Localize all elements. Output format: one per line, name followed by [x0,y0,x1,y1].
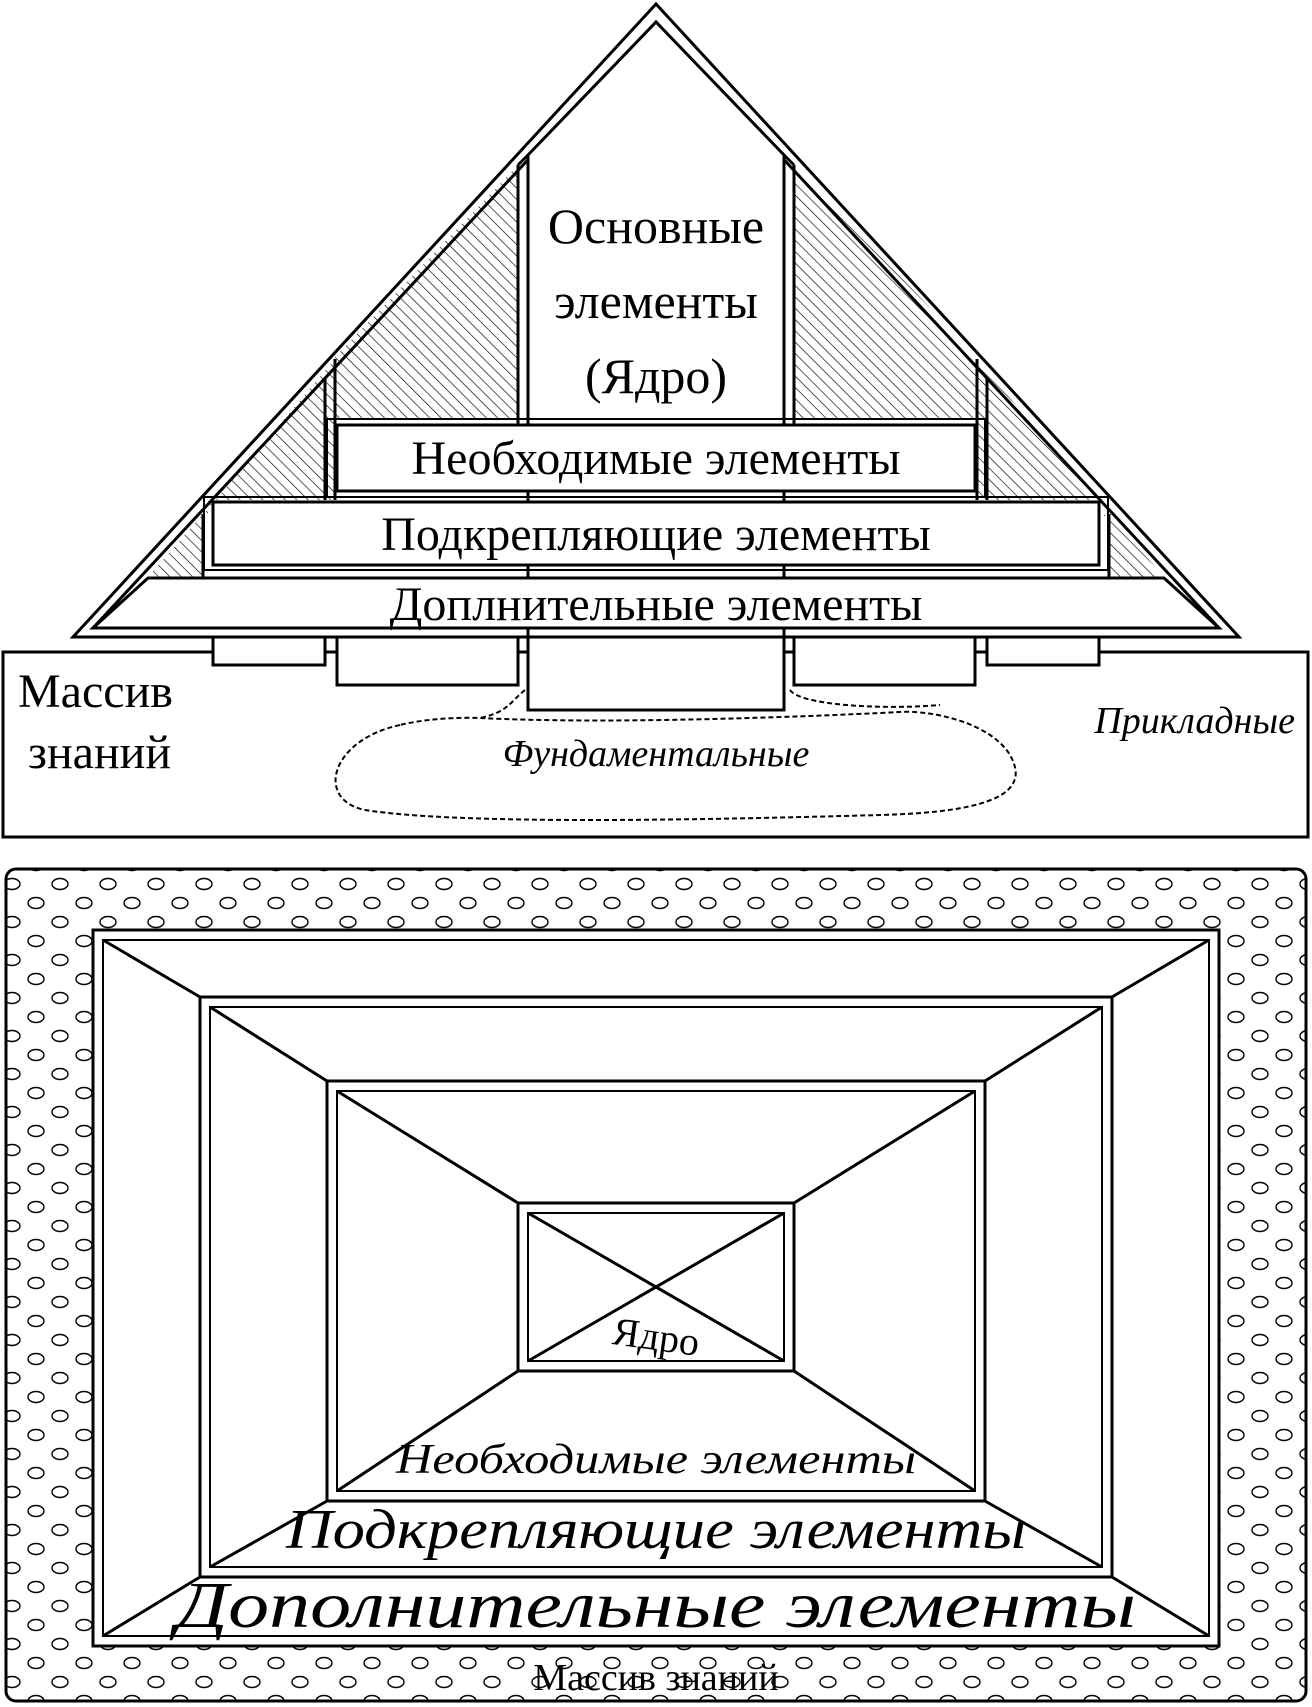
fundamental-link-right [789,689,941,708]
additional-elements-band [89,576,1223,630]
necessary-elements-label-bottom: Необходимые элементы [395,1437,916,1483]
core-label-line-1: Основные [548,198,764,254]
concentric-diagram [4,867,1308,1703]
supporting-leg-left [211,635,327,667]
necessary-elements-label: Необходимые элементы [412,432,901,485]
supporting-elements-bar [211,500,1101,567]
additional-elements-label: Доплнительные элементы [390,578,923,631]
core-leg [526,635,786,712]
pyramid-labels: Основные элементы (Ядро) Необходимые эле… [18,198,1295,779]
concentric-labels: Ядро Необходимые элементы Подкрепляющие … [169,1308,1136,1699]
fundamental-cloud [334,710,1017,821]
fundamental-label: Фундаментальные [503,733,810,775]
core-label-line-2: элементы [554,273,758,329]
core-label-line-3: (Ядро) [585,348,727,404]
fundamental-link-left [479,689,526,719]
perspective-diagonals [102,938,1210,1638]
massif-label-line-2: знаний [28,726,171,779]
supporting-elements-label-bottom: Подкрепляющие элементы [285,1499,1026,1561]
supporting-leg-right [985,635,1101,667]
massif-label-line-1: Массив [18,665,173,718]
applied-label: Прикладные [1093,700,1295,742]
necessary-leg-left [335,635,520,687]
supporting-elements-label: Подкрепляющие элементы [381,508,930,561]
necessary-elements-bar [335,423,977,493]
additional-elements-label-bottom: Дополнительные элементы [169,1569,1136,1642]
necessary-leg-right [792,635,977,687]
massif-label-bottom: Массив знаний [533,1657,778,1699]
pyramid-diagram [1,1,1310,839]
